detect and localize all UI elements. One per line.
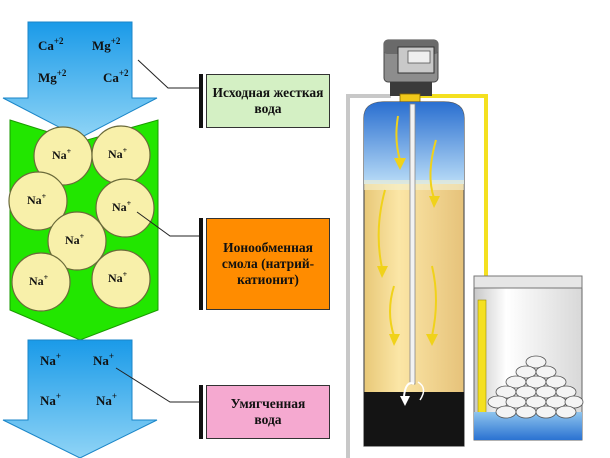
label-hard-water-text: Исходная жесткая вода	[212, 85, 324, 116]
resin-bead: Na+	[8, 171, 68, 231]
svg-text:Na+: Na+	[40, 391, 61, 408]
ion-ca-2: Ca	[103, 70, 119, 85]
soft-water-ions: Na+ Na+ Na+ Na+	[40, 351, 117, 408]
svg-text:Na+: Na+	[108, 270, 128, 285]
label-bar	[199, 218, 203, 310]
svg-text:Ca+2: Ca+2	[38, 36, 64, 53]
label-hard-water: Исходная жесткая вода	[206, 74, 330, 128]
soft-water-arrow	[2, 339, 158, 458]
label-soft-water-text: Умягченная вода	[230, 396, 306, 427]
svg-text:Ca+2: Ca+2	[103, 68, 129, 85]
brine-tank	[473, 275, 584, 441]
svg-text:Mg+2: Mg+2	[38, 68, 67, 85]
label-resin-text: Ионообменная смола (натрий-катионит)	[221, 240, 315, 287]
label-bar	[199, 385, 203, 439]
hard-water-ions: Ca+2 Mg+2 Mg+2 Ca+2	[38, 36, 129, 85]
label-soft-water: Умягченная вода	[206, 385, 330, 439]
svg-text:Na+: Na+	[40, 351, 61, 368]
leader-lines	[115, 59, 203, 403]
svg-text:Na+: Na+	[52, 147, 72, 162]
resin-bead: Na+	[91, 125, 151, 185]
ion-ca-1: Ca	[38, 38, 54, 53]
resin-bead: Na+	[11, 252, 71, 312]
label-bar	[199, 74, 203, 128]
ion-mg-2: Mg	[38, 70, 57, 85]
hard-water-arrow	[2, 21, 158, 139]
svg-text:Na+: Na+	[93, 351, 114, 368]
resin-bead: Na+	[91, 249, 151, 309]
resin-beads: Na+ Na+ Na+ Na+ Na+ Na+ Na+	[8, 125, 155, 312]
svg-text:Na+: Na+	[29, 273, 49, 288]
svg-text:Na+: Na+	[96, 391, 117, 408]
svg-text:Na+: Na+	[112, 199, 132, 214]
svg-text:Na+: Na+	[65, 232, 85, 247]
svg-text:Na+: Na+	[108, 146, 128, 161]
salt-pellets	[487, 355, 584, 419]
svg-text:Mg+2: Mg+2	[92, 36, 121, 53]
svg-text:Na+: Na+	[27, 192, 47, 207]
softener-unit	[346, 39, 488, 458]
resin-bead: Na+	[95, 178, 155, 238]
resin-bead: Na+	[47, 211, 107, 271]
label-resin: Ионообменная смола (натрий-катионит)	[206, 218, 330, 310]
ion-mg-1: Mg	[92, 38, 111, 53]
